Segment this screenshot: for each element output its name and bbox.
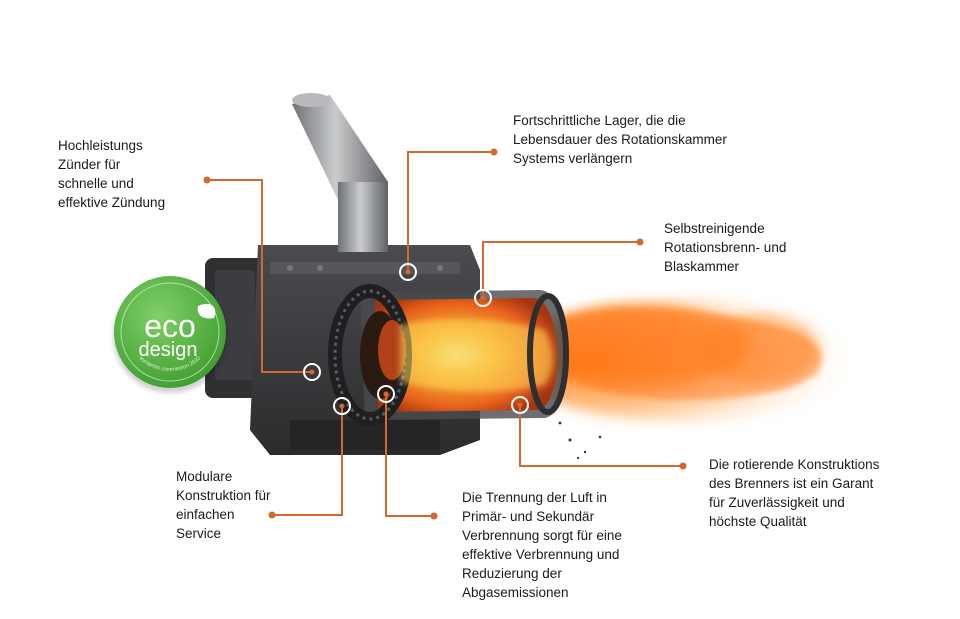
callout-air-separation: Die Trennung der Luft in Primär- und Sek… [462,488,622,602]
callout-line: Die Trennung der Luft in [462,490,607,505]
callout-line: Abgasemissionen [462,585,569,600]
callout-modular: Modulare Konstruktion für einfachen Serv… [176,467,271,543]
callout-line: Selbstreinigende [664,221,765,236]
target-markers [303,263,529,415]
callout-line: des Brenners ist ein Garant [709,476,874,491]
eco-badge-line2: design [139,339,198,361]
callout-line: Fortschrittliche Lager, die die [513,113,686,128]
leaf-icon [197,303,216,319]
callout-line: Blaskammer [664,259,740,274]
leader-rotating [519,405,683,467]
callout-line: für Zuverlässigkeit und [709,495,845,510]
leader-air [385,394,434,517]
callout-line: Primär- und Sekundär [462,509,595,524]
leader-chamber [482,241,640,298]
callout-igniter: Hochleistungs Zünder für schnelle und ef… [58,136,165,212]
feed-pipe [292,93,388,252]
leader-modular [272,406,343,516]
callout-line: Konstruktion für [176,488,271,503]
leader-igniter [207,179,312,373]
callout-line: Service [176,526,222,541]
leader-lines [207,151,683,517]
callout-bearings: Fortschrittliche Lager, die die Lebensda… [513,111,727,168]
callout-line: einfachen [176,507,235,522]
leader-dots [203,148,687,520]
eco-badge-line1: eco [144,308,196,344]
callout-rotating-construction: Die rotierende Konstruktions des Brenner… [709,455,879,531]
flame-plume [510,298,850,422]
callout-line: Zünder für [58,157,121,172]
callout-line: Hochleistungs [58,138,143,153]
sparks [558,421,602,460]
callout-line: Die rotierende Konstruktions [709,457,880,472]
callout-line: Lebensdauer des Rotationskammer [513,132,727,147]
ecodesign-badge: eco design european commission 2020 [113,276,227,391]
callout-line: Reduzierung der [462,566,562,581]
callout-line: Verbrennung sorgt für eine [462,528,622,543]
callout-line: Modulare [176,469,233,484]
leader-bearings [407,151,494,272]
callout-line: Systems verlängern [513,151,633,166]
callout-line: effektive Verbrennung und [462,547,620,562]
callout-line: effektive Zündung [58,195,166,210]
callout-line: höchste Qualität [709,514,807,529]
callout-line: schnelle und [58,176,134,191]
callout-line: Rotationsbrenn- und [664,240,787,255]
callout-chamber: Selbstreinigende Rotationsbrenn- und Bla… [664,219,786,276]
rotation-chamber [328,284,569,426]
